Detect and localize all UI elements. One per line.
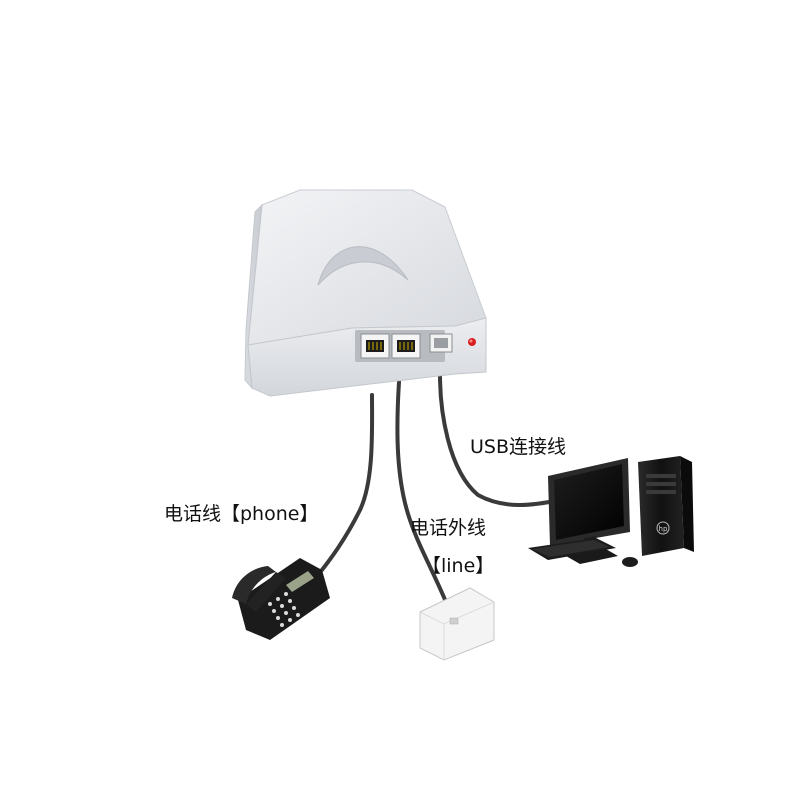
device-top bbox=[248, 190, 486, 345]
wall-phone-socket bbox=[420, 588, 494, 660]
desktop-computer: hp bbox=[528, 456, 694, 567]
usb-cable-label: USB连接线 bbox=[470, 438, 566, 457]
desk-telephone bbox=[232, 558, 330, 640]
socket-jack bbox=[450, 618, 458, 624]
mouse bbox=[622, 557, 638, 567]
outside-line-label-en: 【line】 bbox=[422, 557, 494, 576]
hp-logo-text: hp bbox=[659, 525, 668, 533]
recording-box-device bbox=[245, 190, 486, 396]
pc-tower bbox=[638, 456, 684, 556]
outside-line-label-cn: 电话外线 bbox=[410, 519, 486, 538]
phone-cable-label: 电话线【phone】 bbox=[164, 505, 318, 524]
phone-cable bbox=[318, 395, 372, 575]
